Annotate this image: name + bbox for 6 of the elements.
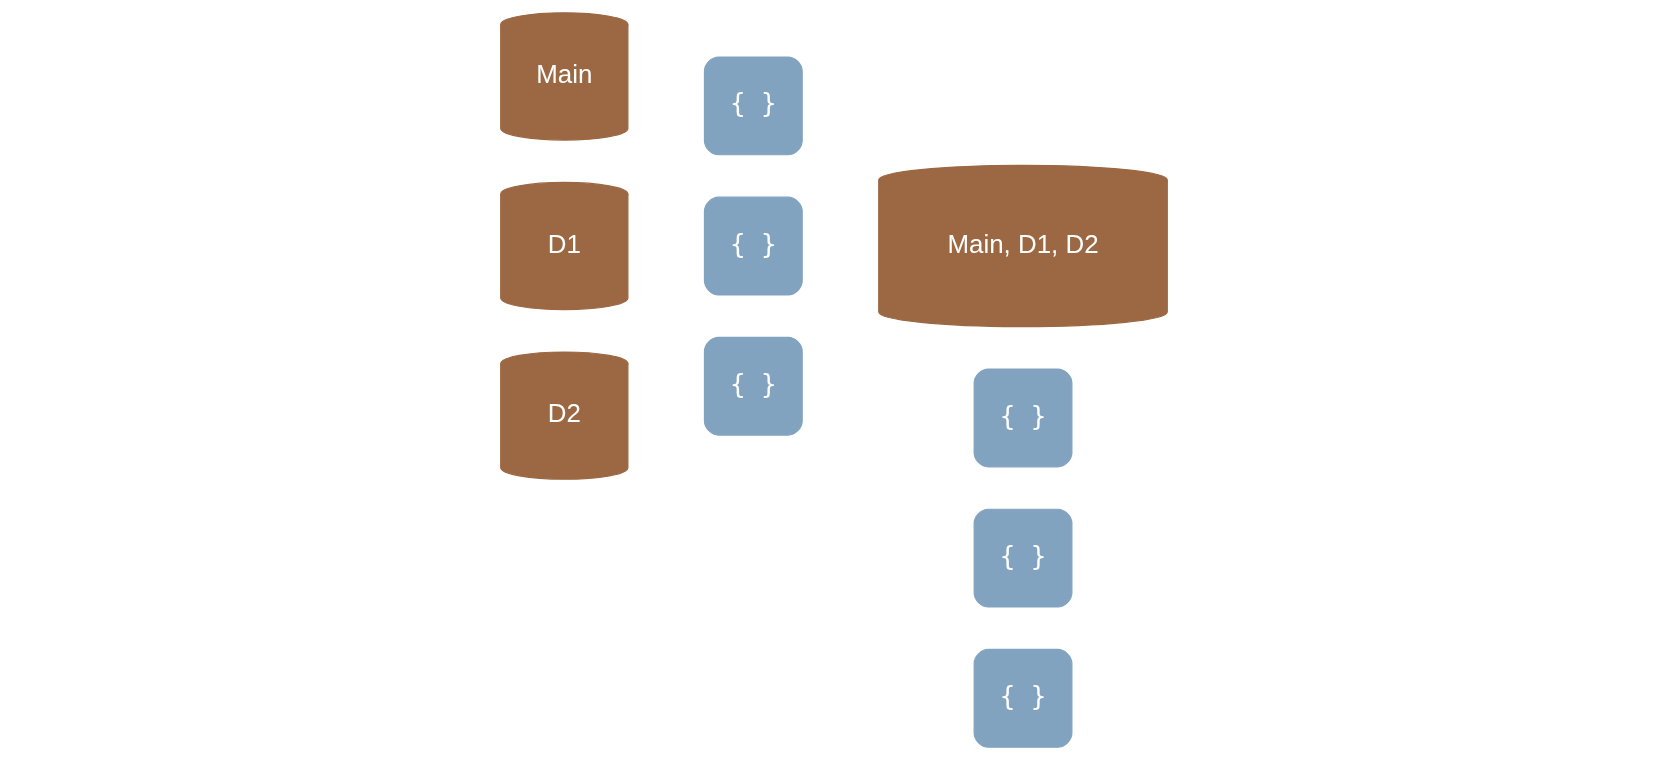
- node-box: { }: [703, 56, 803, 156]
- node-box: { }: [973, 508, 1073, 608]
- node-box: { }: [703, 336, 803, 436]
- node-box: { }: [973, 648, 1073, 748]
- node-box: { }: [973, 368, 1073, 468]
- node-box: { }: [703, 196, 803, 296]
